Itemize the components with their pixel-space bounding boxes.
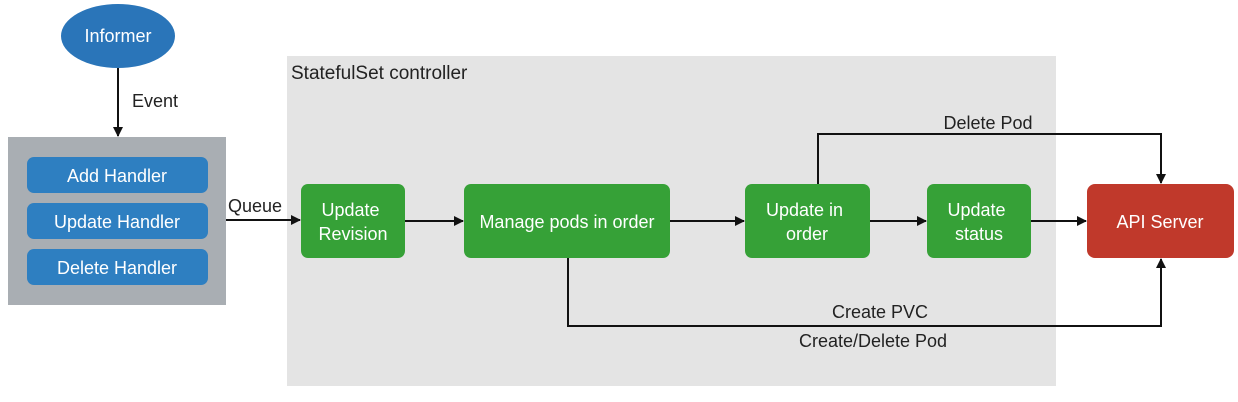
update-revision-step — [301, 184, 405, 258]
api-server-node — [1087, 184, 1234, 258]
update-in-order-step — [745, 184, 870, 258]
update-handler — [27, 203, 208, 239]
create-pvc-pod-edge — [567, 258, 1166, 327]
informer-label: Informer — [84, 26, 151, 46]
api-server-label: API Server — [1116, 212, 1203, 232]
delete-pod-edge — [817, 133, 1166, 184]
queue-label: Queue — [228, 196, 282, 216]
update-status-step — [927, 184, 1031, 258]
add-handler-label: Add Handler — [67, 166, 167, 186]
controller-title: StatefulSet controller — [291, 63, 468, 84]
delete-handler — [27, 249, 208, 285]
update-revision-label: Update Revision — [318, 200, 387, 244]
update-handler-label: Update Handler — [54, 212, 180, 232]
delete-pod-label: Delete Pod — [943, 113, 1032, 133]
update-in-order-label: Update in order — [766, 200, 848, 244]
create-delete-pod-label: Create/Delete Pod — [799, 331, 947, 351]
event-label: Event — [132, 91, 178, 111]
informer-node — [61, 4, 175, 68]
create-pvc-label: Create PVC — [832, 302, 928, 322]
manage-pods-step — [464, 184, 670, 258]
update-status-label: Update status — [947, 200, 1010, 244]
manage-pods-label: Manage pods in order — [479, 212, 654, 232]
add-handler — [27, 157, 208, 193]
delete-handler-label: Delete Handler — [57, 258, 177, 278]
